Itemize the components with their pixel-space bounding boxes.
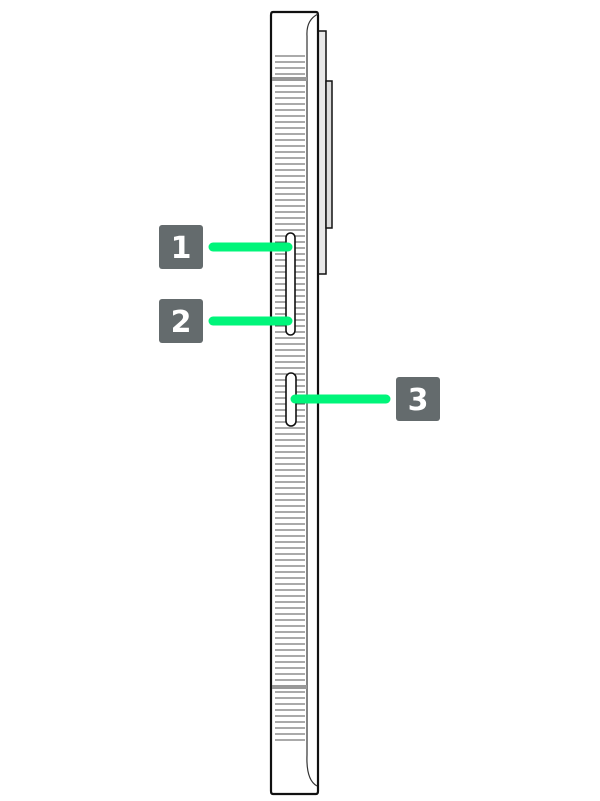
callout-3: 3: [396, 377, 440, 421]
volume-button: [285, 232, 296, 336]
callout-1: 1: [159, 225, 203, 269]
callout-1-number: 1: [171, 231, 192, 266]
callout-3-number: 3: [408, 383, 429, 418]
callout-2-number: 2: [171, 305, 192, 340]
antenna-band: [272, 685, 307, 689]
camera-bump-outer: [317, 30, 327, 275]
antenna-band: [272, 77, 307, 81]
camera-bump-inner: [325, 80, 333, 229]
callout-2: 2: [159, 299, 203, 343]
